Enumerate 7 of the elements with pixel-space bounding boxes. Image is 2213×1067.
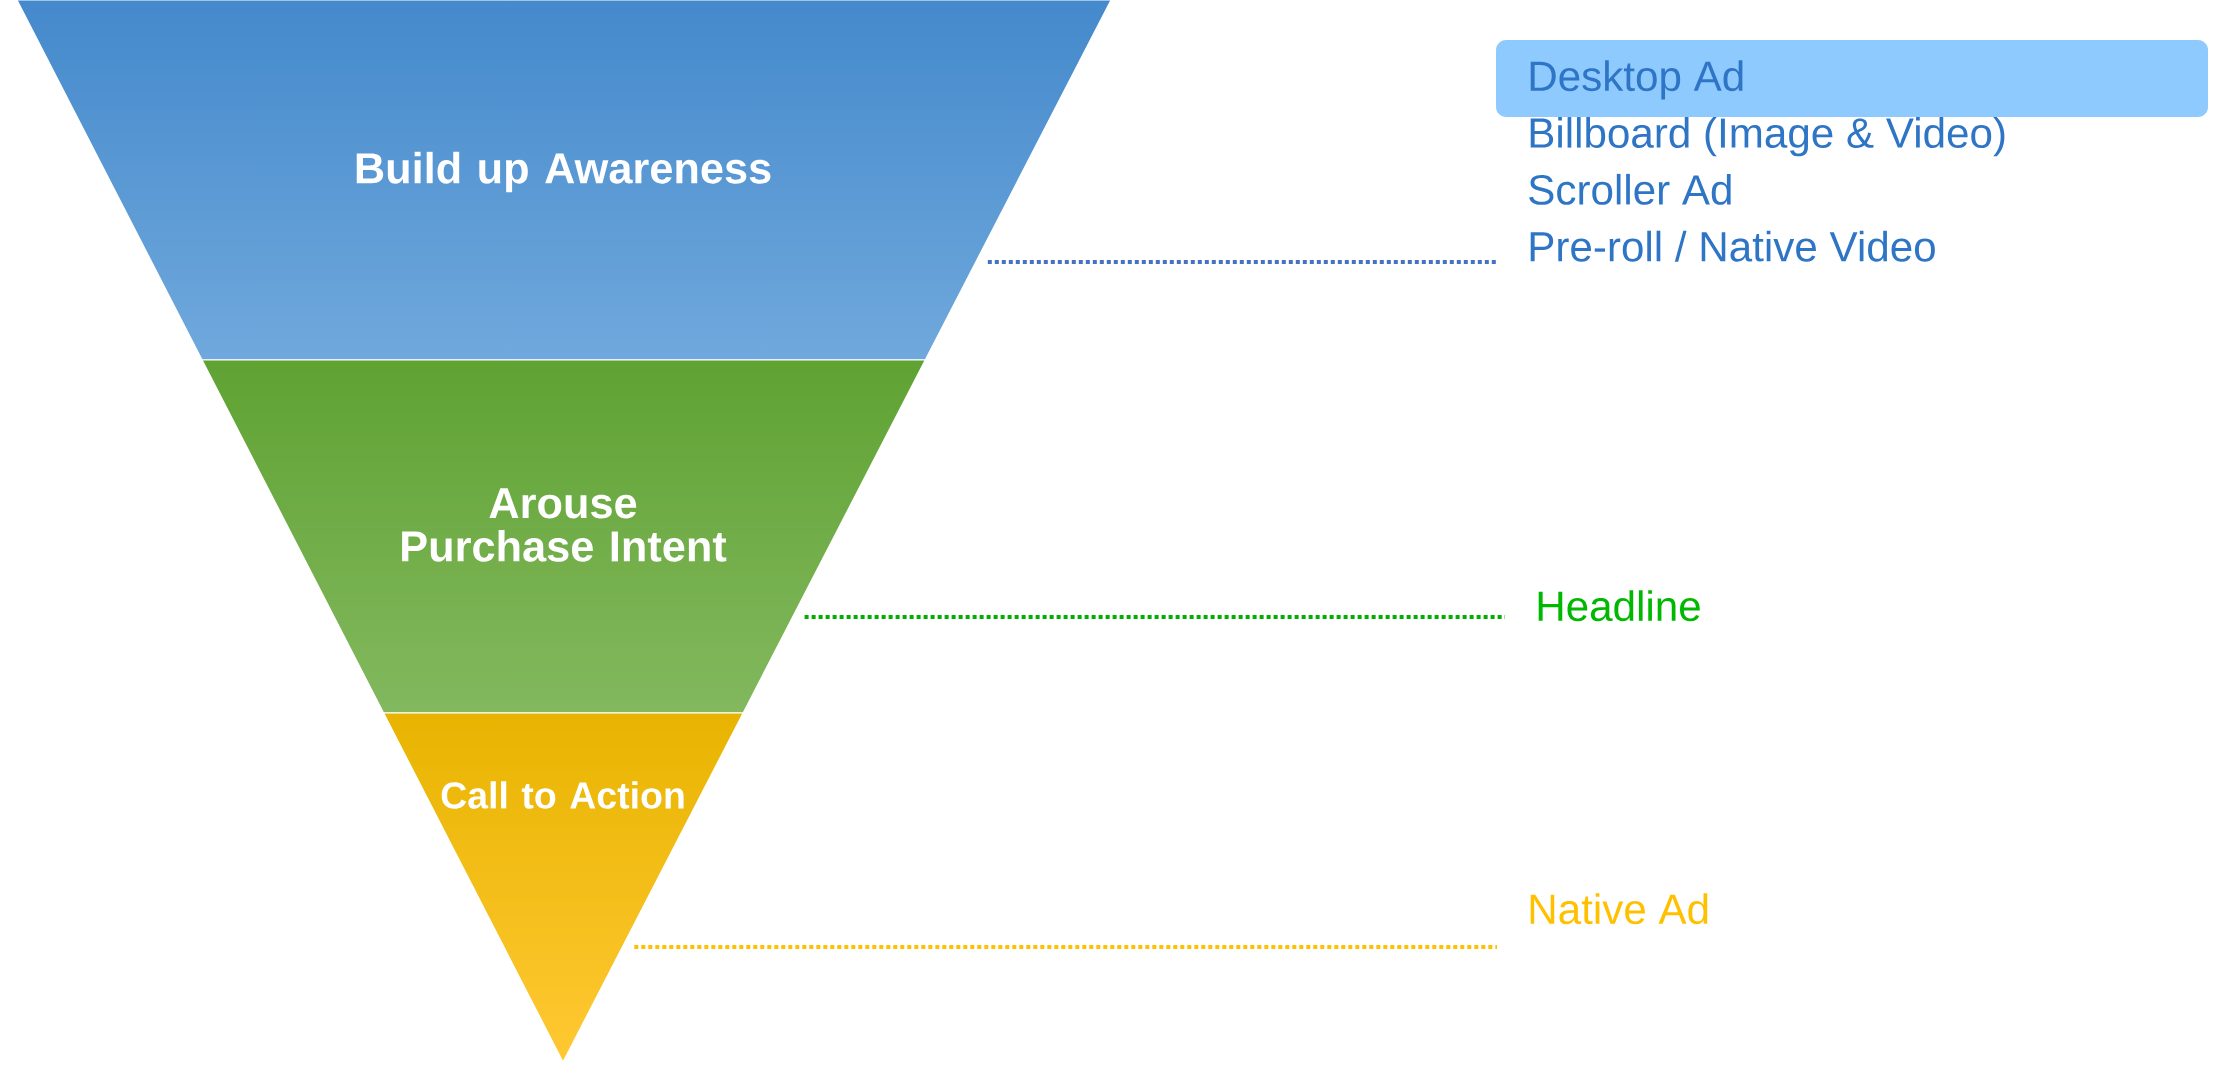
list-text: Native Ad	[1530, 893, 1708, 925]
list-text: Headline	[1538, 590, 1700, 622]
dotted-line	[634, 945, 1497, 949]
dotted-line	[804, 615, 1505, 619]
funnel-band: Build up Awareness	[16, 0, 1112, 361]
dotted-line	[987, 260, 1497, 264]
list-text: Desktop Ad Billboard (Image & Video) Scroller Ad Pre-roll / Native Video	[1529, 60, 2005, 262]
